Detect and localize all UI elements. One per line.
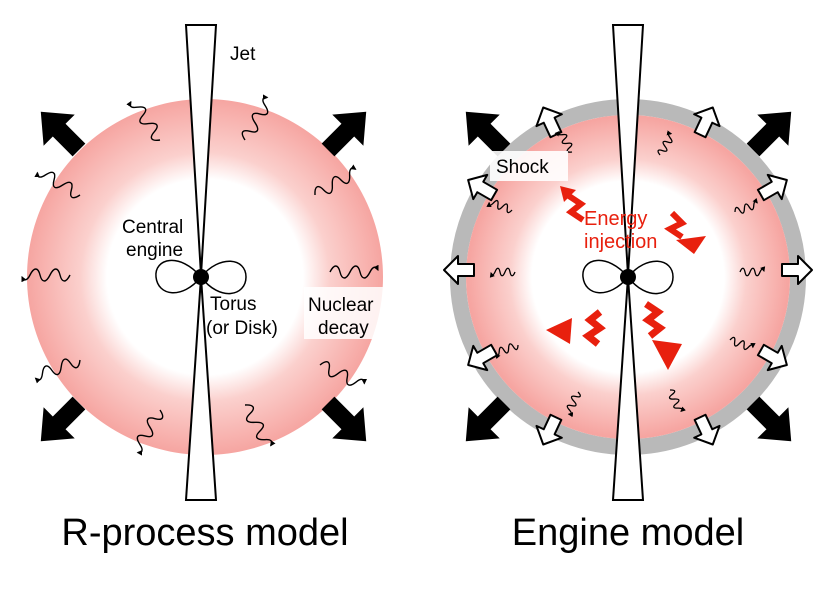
red-zigzag-arrow-icon	[642, 301, 682, 370]
central-engine-dot-left	[193, 269, 209, 285]
red-zigzag-arrow-icon	[664, 210, 706, 254]
energy-injection-label-line1: Energy	[584, 208, 647, 230]
decay-label-bg	[304, 287, 388, 339]
ejecta-ring-left	[27, 99, 384, 455]
jet-right	[611, 24, 645, 501]
engine-panel: Shock Energy injection Engine model	[443, 24, 813, 554]
shock-label-bg	[490, 151, 568, 181]
r-process-panel: Jet Central engine Torus (or Disk) Nucle…	[22, 24, 388, 554]
energy-injection-label-line2: injection	[584, 231, 657, 253]
red-zigzag-arrow-icon	[546, 309, 606, 347]
central-engine-label-line1: Central	[122, 217, 183, 238]
r-process-title: R-process model	[61, 512, 348, 554]
central-engine-label-line2: engine	[126, 240, 183, 261]
jet-left	[184, 24, 218, 501]
red-zigzag-arrow-icon	[560, 186, 587, 223]
torus-label-line1: Torus	[210, 294, 256, 315]
shock-label: Shock	[496, 157, 549, 178]
central-engine-dot-right	[620, 269, 636, 285]
torus-label-line2: (or Disk)	[206, 318, 278, 339]
jet-label: Jet	[230, 44, 256, 65]
engine-model-title: Engine model	[512, 512, 744, 554]
nuclear-decay-label-line2: decay	[318, 318, 369, 339]
nuclear-decay-label-line1: Nuclear	[308, 295, 374, 316]
ejecta-ring-right	[466, 115, 791, 440]
